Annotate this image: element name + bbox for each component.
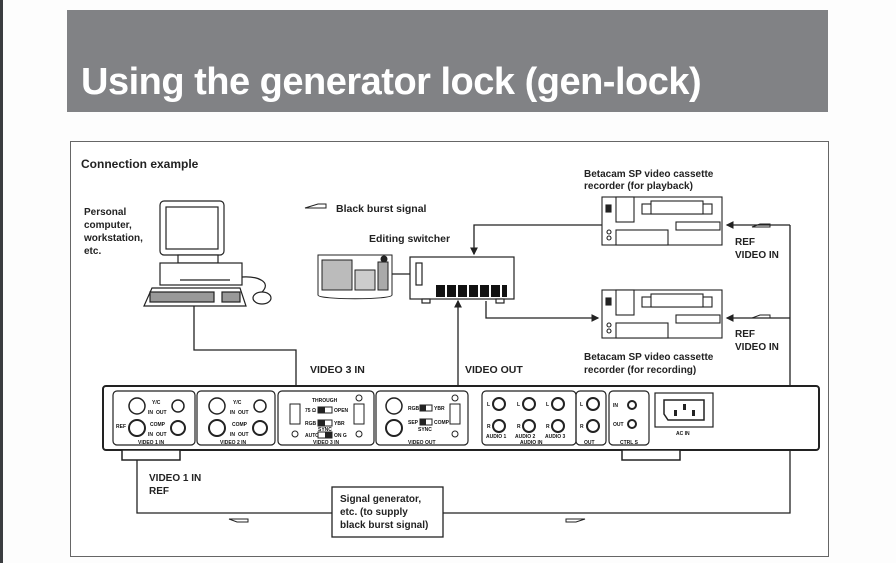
svg-text:R: R	[580, 424, 584, 430]
svg-text:REF: REF	[116, 424, 126, 430]
svg-text:AUDIO IN: AUDIO IN	[520, 440, 543, 446]
arrow-left-icon	[304, 203, 327, 209]
svg-text:Y/C: Y/C	[152, 400, 161, 406]
vcr-recording-ref-label: REF VIDEO IN	[735, 329, 779, 353]
svg-text:YBR: YBR	[334, 421, 345, 427]
black-burst-legend: Black burst signal	[304, 203, 427, 215]
svg-text:black burst signal): black burst signal)	[340, 520, 428, 531]
svg-text:Y/C: Y/C	[233, 400, 242, 406]
svg-text:computer,: computer,	[84, 220, 132, 231]
svg-text:R: R	[546, 424, 550, 430]
video3-in-label: VIDEO 3 IN	[310, 364, 365, 376]
svg-text:REF: REF	[735, 329, 755, 340]
svg-text:workstation,: workstation,	[83, 233, 143, 244]
svg-text:OUT: OUT	[238, 410, 249, 416]
svg-text:AC IN: AC IN	[676, 431, 690, 437]
audio-in-group: L L L R R R AUDIO 1 AUDIO 2 AUDIO 3 AUDI…	[481, 390, 577, 446]
svg-text:L: L	[580, 402, 583, 408]
svg-text:REF: REF	[149, 486, 169, 497]
svg-text:AUTO: AUTO	[305, 433, 319, 439]
vcr-recording-label: Betacam SP video cassette recorder (for …	[584, 352, 714, 376]
vcr-playback-label: Betacam SP video cassette recorder (for …	[584, 169, 714, 192]
svg-text:ON G: ON G	[334, 433, 347, 439]
svg-text:AUDIO 1: AUDIO 1	[486, 434, 507, 440]
rear-panel: Y/C IN OUT REF COMP IN OUT VIDEO 1 IN Y/…	[102, 385, 820, 461]
svg-text:etc.: etc.	[84, 246, 101, 257]
svg-text:Signal generator,: Signal generator,	[340, 494, 421, 505]
svg-text:recorder (for playback): recorder (for playback)	[584, 181, 693, 192]
computer-label: Personal computer, workstation, etc.	[83, 207, 143, 257]
svg-text:SYNC: SYNC	[418, 427, 432, 433]
title-bar: Using the generator lock (gen-lock)	[67, 10, 828, 112]
svg-text:OUT: OUT	[584, 440, 595, 446]
svg-text:YBR: YBR	[434, 406, 445, 412]
section-label: Connection example	[81, 157, 199, 171]
svg-text:VIDEO IN: VIDEO IN	[735, 342, 779, 353]
video3-in-group: THROUGH 75 Ω OPEN RGB YBR SYNC AUTO ON G…	[277, 390, 375, 446]
vcr-playback-icon	[601, 196, 723, 246]
svg-text:L: L	[517, 402, 520, 408]
svg-text:VIDEO IN: VIDEO IN	[735, 250, 779, 261]
svg-text:L: L	[546, 402, 549, 408]
svg-text:R: R	[487, 424, 491, 430]
switcher-control-panel-icon	[317, 254, 393, 300]
vcr-recording-icon	[601, 289, 723, 339]
arrow-left-icon	[228, 518, 249, 523]
computer-icon	[143, 200, 272, 307]
svg-text:VIDEO 1 IN: VIDEO 1 IN	[138, 440, 165, 446]
svg-text:Betacam SP video cassette: Betacam SP video cassette	[584, 352, 714, 363]
video2-in-group: Y/C IN OUT COMP IN OUT VIDEO 2 IN	[196, 390, 276, 446]
svg-text:COMP: COMP	[232, 422, 248, 428]
viewer-left-edge	[0, 0, 3, 563]
svg-text:R: R	[517, 424, 521, 430]
svg-text:IN: IN	[230, 410, 235, 416]
svg-text:L: L	[487, 402, 490, 408]
svg-text:REF: REF	[735, 237, 755, 248]
svg-text:IN: IN	[148, 410, 153, 416]
svg-text:AUDIO 2: AUDIO 2	[515, 434, 536, 440]
svg-text:OUT: OUT	[613, 422, 624, 428]
svg-text:OUT: OUT	[156, 432, 167, 438]
svg-text:SYNC: SYNC	[318, 427, 332, 433]
video-out-label: VIDEO OUT	[465, 364, 523, 376]
svg-text:IN: IN	[613, 403, 618, 409]
svg-text:COMP: COMP	[434, 420, 450, 426]
page-title: Using the generator lock (gen-lock)	[81, 61, 702, 103]
connection-lines	[133, 221, 791, 514]
video1-in-group: Y/C IN OUT REF COMP IN OUT VIDEO 1 IN	[112, 390, 196, 446]
video-out-group: RGB YBR SEP COMP SYNC VIDEO OUT	[375, 390, 469, 446]
signal-generator-box: Signal generator, etc. (to supply black …	[331, 486, 444, 538]
video1-ref-label: VIDEO 1 IN REF	[149, 473, 201, 497]
svg-text:AUDIO 3: AUDIO 3	[545, 434, 566, 440]
legend-label: Black burst signal	[336, 203, 427, 215]
svg-text:VIDEO 3 IN: VIDEO 3 IN	[313, 440, 340, 446]
svg-text:recorder (for recording): recorder (for recording)	[584, 365, 696, 376]
svg-text:CTRL S: CTRL S	[620, 440, 639, 446]
svg-text:VIDEO OUT: VIDEO OUT	[408, 440, 436, 446]
svg-text:COMP: COMP	[150, 422, 166, 428]
ctrl-s-group: IN OUT CTRL S	[608, 390, 650, 446]
svg-text:Personal: Personal	[84, 207, 126, 218]
svg-text:Betacam SP video cassette: Betacam SP video cassette	[584, 169, 714, 180]
svg-text:VIDEO 2 IN: VIDEO 2 IN	[220, 440, 247, 446]
switcher-main-unit-icon	[409, 256, 515, 304]
arrow-right-icon	[565, 518, 586, 523]
svg-text:SEP: SEP	[408, 420, 419, 426]
svg-text:RGB: RGB	[408, 406, 420, 412]
audio-out-group: L R OUT	[575, 390, 607, 446]
svg-text:IN: IN	[148, 432, 153, 438]
editing-switcher-label: Editing switcher	[369, 233, 450, 245]
svg-text:THROUGH: THROUGH	[312, 398, 338, 404]
svg-text:RGB: RGB	[305, 421, 317, 427]
svg-text:VIDEO 1 IN: VIDEO 1 IN	[149, 473, 201, 484]
ac-in-socket: AC IN	[654, 392, 714, 437]
svg-text:IN: IN	[230, 432, 235, 438]
vcr-playback-ref-label: REF VIDEO IN	[735, 237, 779, 261]
svg-text:OPEN: OPEN	[334, 408, 349, 414]
svg-text:OUT: OUT	[238, 432, 249, 438]
svg-text:OUT: OUT	[156, 410, 167, 416]
svg-text:75 Ω: 75 Ω	[305, 408, 316, 414]
svg-text:etc. (to supply: etc. (to supply	[340, 507, 408, 518]
